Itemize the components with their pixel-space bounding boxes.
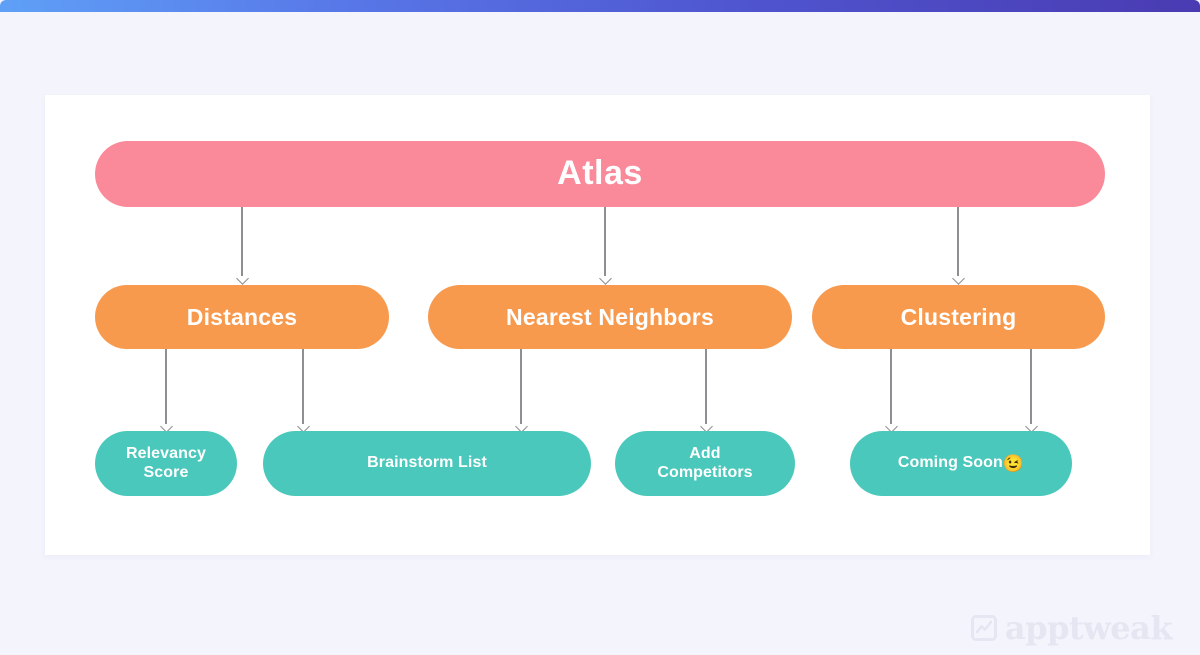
connector-atlas-to-nearest-neighbors <box>598 207 612 285</box>
connector-stem <box>1030 349 1032 424</box>
connector-stem <box>241 207 243 276</box>
connector-stem <box>890 349 892 424</box>
connector-stem <box>957 207 959 276</box>
node-relevancy-score[interactable]: Relevancy Score <box>95 431 237 496</box>
node-distances[interactable]: Distances <box>95 285 389 349</box>
node-atlas[interactable]: Atlas <box>95 141 1105 207</box>
node-coming-soon-label: Coming Soon <box>897 454 1003 472</box>
connector-nearest-neighbors-to-add-competitors <box>699 349 713 433</box>
arrowhead-icon <box>951 272 965 285</box>
node-brainstorm-list[interactable]: Brainstorm List <box>263 431 591 496</box>
connector-distances-to-relevancy-score <box>159 349 173 433</box>
node-nearest-neighbors[interactable]: Nearest Neighbors <box>428 285 792 349</box>
chart-icon <box>970 615 997 641</box>
node-coming-soon[interactable]: Coming Soon 😉 <box>850 431 1072 496</box>
connector-atlas-to-distances <box>235 207 249 285</box>
connector-nearest-neighbors-to-brainstorm-list <box>514 349 528 433</box>
connector-atlas-to-clustering <box>951 207 965 285</box>
connector-stem <box>165 349 167 424</box>
node-clustering[interactable]: Clustering <box>812 285 1105 349</box>
connector-stem <box>302 349 304 424</box>
node-add-competitors[interactable]: Add Competitors <box>615 431 795 496</box>
arrowhead-icon <box>598 272 612 285</box>
winking-face-emoji-icon: 😉 <box>1002 453 1025 473</box>
connector-clustering-to-coming-soon-right <box>1024 349 1038 433</box>
top-gradient-bar <box>0 0 1200 12</box>
connector-stem <box>520 349 522 424</box>
connector-distances-to-brainstorm-list <box>296 349 310 433</box>
connector-stem <box>604 207 606 276</box>
apptweak-wordmark: apptweak <box>1004 609 1173 647</box>
connector-stem <box>705 349 707 424</box>
connector-clustering-to-coming-soon-left <box>884 349 898 433</box>
arrowhead-icon <box>235 272 249 285</box>
apptweak-logo: apptweak <box>970 609 1173 647</box>
diagram-card: Atlas Distances Nearest Neighbors Cluste… <box>45 95 1150 555</box>
